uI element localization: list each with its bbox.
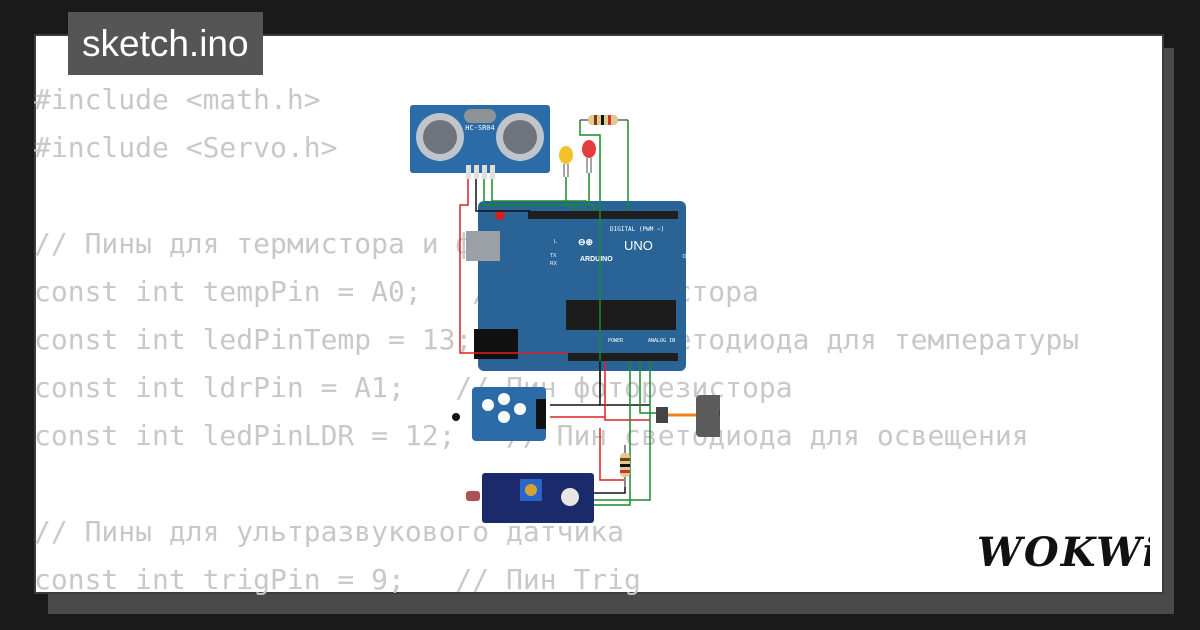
resistor-lower (620, 445, 630, 487)
code-line: const int trigPin = 9; // Пин Trig (34, 563, 641, 596)
wokwi-logo: WOKWi (977, 529, 1150, 576)
code-editor: #include <math.h> #include <Servo.h> // Пи… (34, 76, 1079, 604)
wires (459, 120, 662, 506)
file-name-tab: sketch.ino (68, 12, 263, 75)
servo-motor (656, 395, 720, 437)
digital-header-label: DIGITAL (PWM ~) (610, 226, 664, 233)
board-model-label: UNO (624, 238, 653, 253)
l-label: L (554, 239, 557, 245)
code-line: // Пины для ультразвукового датчика (34, 515, 625, 548)
circuit-diagram: HC-SR04 DIGITAL (PWM ~) ⊖⊕ UNO ARDUINO P… (410, 105, 720, 523)
thermistor-module (452, 387, 546, 441)
wokwi-logo-text: WOKWi (977, 529, 1150, 576)
red-led (582, 140, 596, 173)
arduino-uno-board: DIGITAL (PWM ~) ⊖⊕ UNO ARDUINO POWER ANA… (466, 201, 690, 371)
arduino-logo: ⊖⊕ (578, 237, 593, 247)
tx-label: TX (550, 253, 557, 259)
analog-header-label: ANALOG IN (648, 338, 675, 344)
ultrasonic-sensor: HC-SR04 (410, 105, 550, 179)
code-line: const int ledPinLDR = 12; // Пин светоди… (34, 419, 1029, 452)
on-label: ON (683, 254, 691, 260)
code-line: #include <Servo.h> (34, 131, 338, 164)
resistor (580, 115, 628, 125)
rx-label: RX (550, 261, 558, 267)
board-brand-label: ARDUINO (580, 256, 613, 263)
power-header-label: POWER (608, 338, 624, 344)
code-line: const int ldrPin = A1; // Пин фоторезист… (34, 371, 793, 404)
yellow-led (559, 146, 573, 177)
photoresistor-module (466, 473, 594, 523)
sensor-label: HC-SR04 (465, 124, 495, 132)
code-line: #include <math.h> (34, 83, 321, 116)
